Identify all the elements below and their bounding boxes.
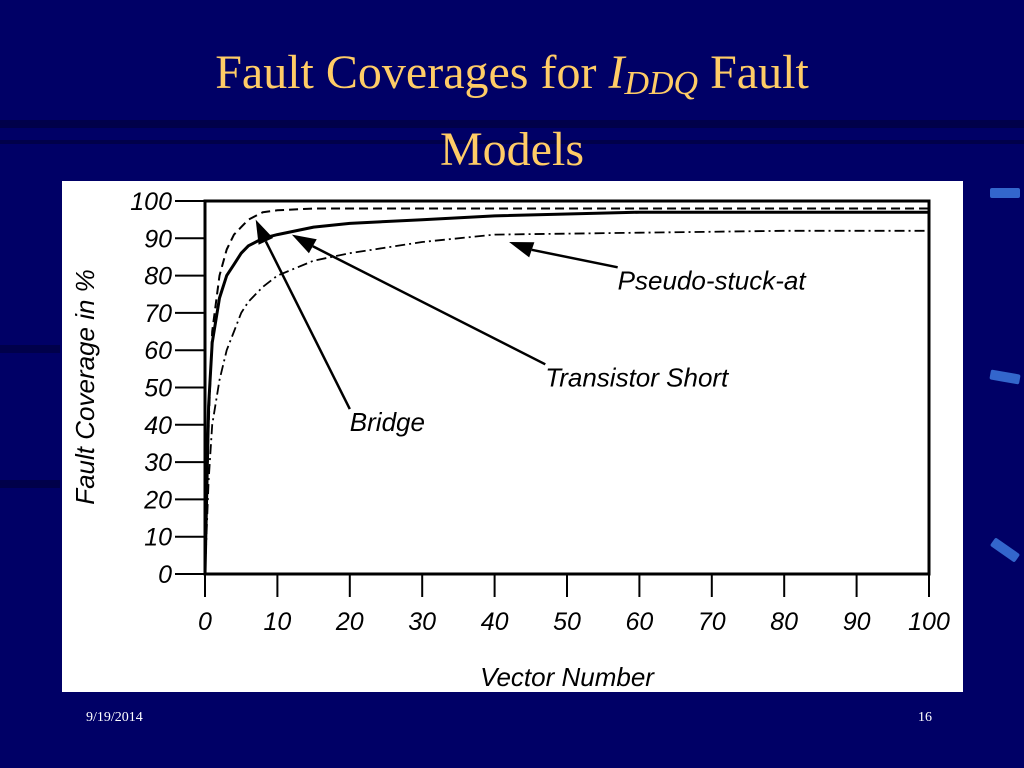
x-tick-label: 80	[770, 608, 798, 636]
x-tick-label: 50	[553, 608, 581, 636]
decorative-mark	[989, 537, 1021, 563]
x-tick-label: 90	[843, 608, 871, 636]
fault-coverage-chart: 0 10 20 30 40 50 60 70 80 90 100 0 10 20 30 40 50 60 70 80…	[70, 188, 950, 692]
x-tick-label: 0	[198, 608, 212, 636]
background-stripe	[0, 480, 60, 488]
y-tick-label: 0	[158, 561, 172, 589]
x-tick-label: 30	[408, 608, 436, 636]
annotation-arrowhead-pseudo-stuck-at	[509, 242, 535, 258]
series-line-pseudo-stuck-at	[204, 229, 929, 575]
x-tick-label: 60	[625, 608, 653, 636]
y-axis-ticks: 0 10 20 30 40 50 60 70 80 90 100	[130, 188, 205, 589]
y-tick-label: 40	[144, 412, 172, 440]
background-stripe	[0, 345, 60, 353]
background-stripe	[0, 140, 1024, 144]
title-math-base: I	[608, 46, 625, 99]
x-tick-label: 100	[908, 608, 950, 636]
decorative-mark	[989, 369, 1021, 385]
title-math: IDDQ	[608, 46, 699, 102]
footer-page-number: 16	[918, 710, 932, 725]
annotation-arrow-pseudo-stuck-at	[531, 248, 618, 269]
y-tick-label: 70	[144, 300, 172, 328]
title-suffix: Fault	[698, 46, 809, 99]
annotation-arrowhead-bridge	[255, 219, 274, 245]
y-tick-label: 100	[130, 188, 172, 216]
decorative-mark	[990, 188, 1020, 198]
y-tick-label: 90	[144, 225, 172, 253]
title-line-2: Models	[440, 123, 584, 176]
annotation-arrow-transistor-short	[312, 245, 546, 366]
x-tick-label: 40	[481, 608, 509, 636]
slide-title: Fault Coverages for IDDQ Fault Models	[0, 40, 1024, 183]
title-line-1: Fault Coverages for IDDQ Fault	[0, 40, 1024, 117]
annotation-arrowhead-transistor-short	[291, 234, 317, 254]
y-tick-label: 20	[143, 486, 172, 514]
y-tick-label: 80	[144, 263, 172, 291]
y-tick-label: 30	[144, 449, 172, 477]
title-math-subscript: DDQ	[624, 65, 699, 102]
series-line-transistor-short	[203, 210, 929, 575]
x-axis-label: Vector Number	[480, 662, 655, 692]
annotation-label-transistor-short: Transistor Short	[545, 362, 730, 392]
footer-date: 9/19/2014	[86, 710, 143, 725]
background-stripe	[0, 120, 1024, 128]
y-tick-label: 60	[144, 337, 172, 365]
x-tick-label: 70	[698, 608, 726, 636]
x-tick-label: 20	[335, 608, 364, 636]
title-prefix: Fault Coverages for	[215, 46, 609, 99]
y-axis-label: Fault Coverage in %	[70, 269, 100, 505]
annotation-label-pseudo-stuck-at: Pseudo-stuck-at	[618, 265, 808, 295]
annotation-layer: Bridge Transistor Short Pseudo-stuck-at	[255, 219, 808, 437]
y-tick-label: 10	[144, 524, 172, 552]
annotation-label-bridge: Bridge	[350, 407, 425, 437]
y-tick-label: 50	[144, 375, 172, 403]
series-line-bridge	[204, 207, 929, 575]
x-axis-ticks: 0 10 20 30 40 50 60 70 80 90 100	[198, 574, 950, 636]
chart-panel: 0 10 20 30 40 50 60 70 80 90 100 0 10 20 30 40 50 60 70 80…	[62, 181, 963, 692]
annotation-arrow-bridge	[264, 240, 351, 410]
x-tick-label: 10	[263, 608, 291, 636]
